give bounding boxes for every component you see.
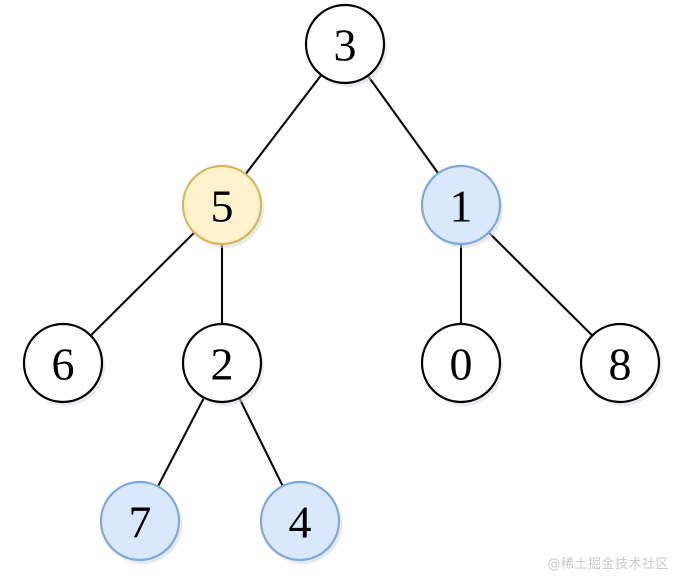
node-circle[interactable] [181, 322, 263, 404]
node-circle[interactable] [420, 164, 502, 246]
tree-node[interactable]: 3 [304, 3, 386, 85]
tree-edge [366, 73, 440, 176]
node-circle[interactable] [99, 480, 181, 562]
tree-node[interactable]: 1 [420, 164, 502, 246]
tree-node[interactable]: 2 [181, 322, 263, 404]
node-label: 6 [52, 339, 75, 390]
tree-node[interactable]: 4 [259, 480, 341, 562]
tree-node[interactable]: 7 [99, 480, 181, 562]
node-label: 4 [289, 497, 312, 548]
edges-layer [88, 73, 595, 489]
tree-edge [486, 230, 595, 338]
tree-edge [244, 73, 323, 176]
tree-edge [237, 396, 285, 488]
tree-node[interactable]: 8 [579, 322, 661, 404]
node-label: 1 [450, 181, 473, 232]
nodes-layer: 3 5 1 6 2 0 8 7 4 [22, 3, 662, 564]
node-label: 7 [129, 497, 152, 548]
node-label: 5 [211, 181, 234, 232]
node-circle[interactable] [304, 3, 386, 85]
node-label: 2 [211, 339, 234, 390]
node-label: 0 [450, 339, 473, 390]
tree-node[interactable]: 5 [181, 164, 263, 246]
tree-node[interactable]: 6 [22, 322, 104, 404]
tree-edge [156, 395, 206, 489]
node-circle[interactable] [579, 322, 661, 404]
tree-node[interactable]: 0 [420, 322, 502, 404]
tree-edge [88, 230, 197, 338]
node-circle[interactable] [420, 322, 502, 404]
node-label: 3 [334, 20, 357, 71]
node-circle[interactable] [22, 322, 104, 404]
node-circle[interactable] [259, 480, 341, 562]
node-circle[interactable] [181, 164, 263, 246]
watermark-text: @稀土掘金技术社区 [547, 557, 669, 572]
node-label: 8 [609, 339, 632, 390]
